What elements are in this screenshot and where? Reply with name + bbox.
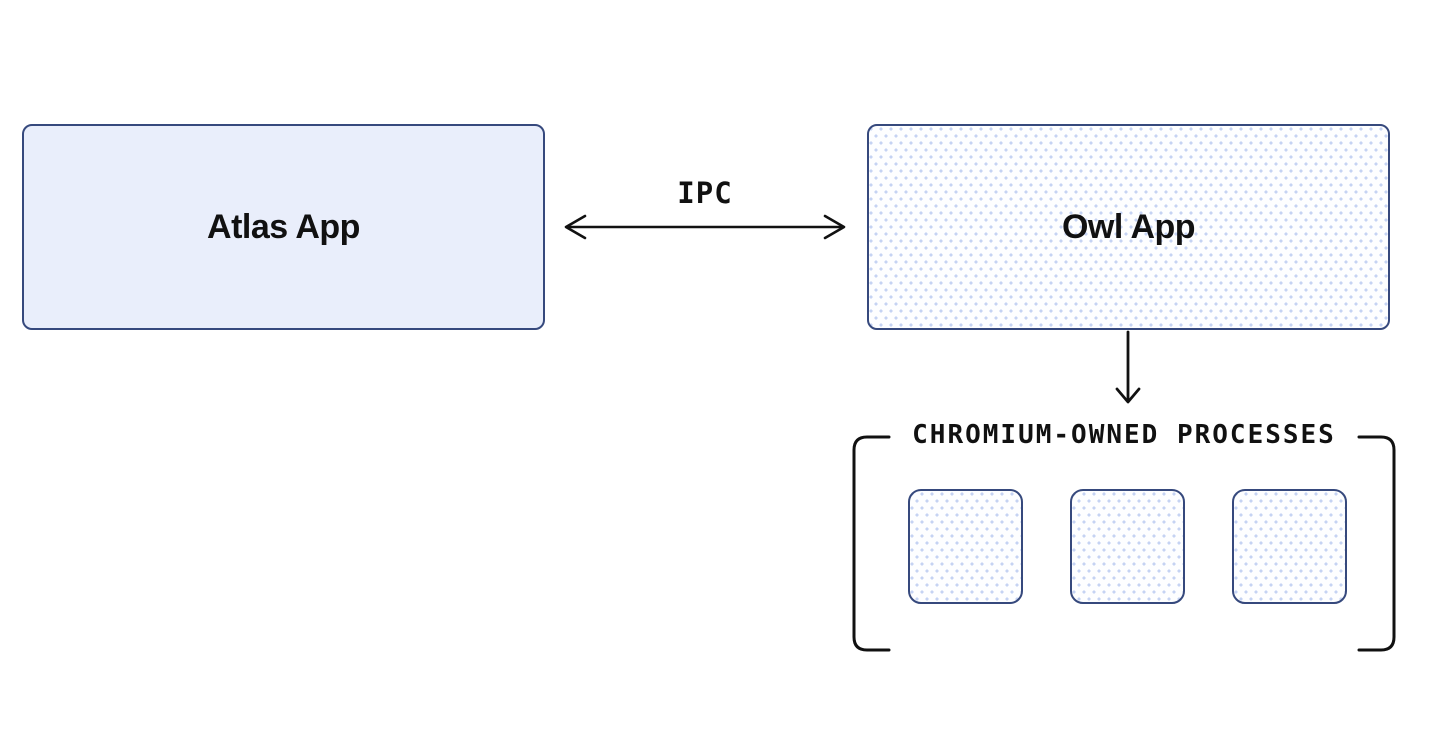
node-owl-app: Owl App [867,124,1390,330]
spawn-arrow [1115,330,1141,404]
node-atlas-app: Atlas App [22,124,545,330]
node-atlas-label: Atlas App [207,207,360,246]
process-box [1070,489,1185,604]
ipc-edge-label: IPC [677,176,733,210]
node-owl-label: Owl App [1061,207,1196,246]
left-bracket [852,435,891,652]
ipc-arrow [564,214,846,240]
process-box [908,489,1023,604]
right-bracket [1357,435,1396,652]
process-group-label: CHROMIUM-OWNED PROCESSES [912,420,1336,450]
process-row [908,489,1347,604]
process-box [1232,489,1347,604]
